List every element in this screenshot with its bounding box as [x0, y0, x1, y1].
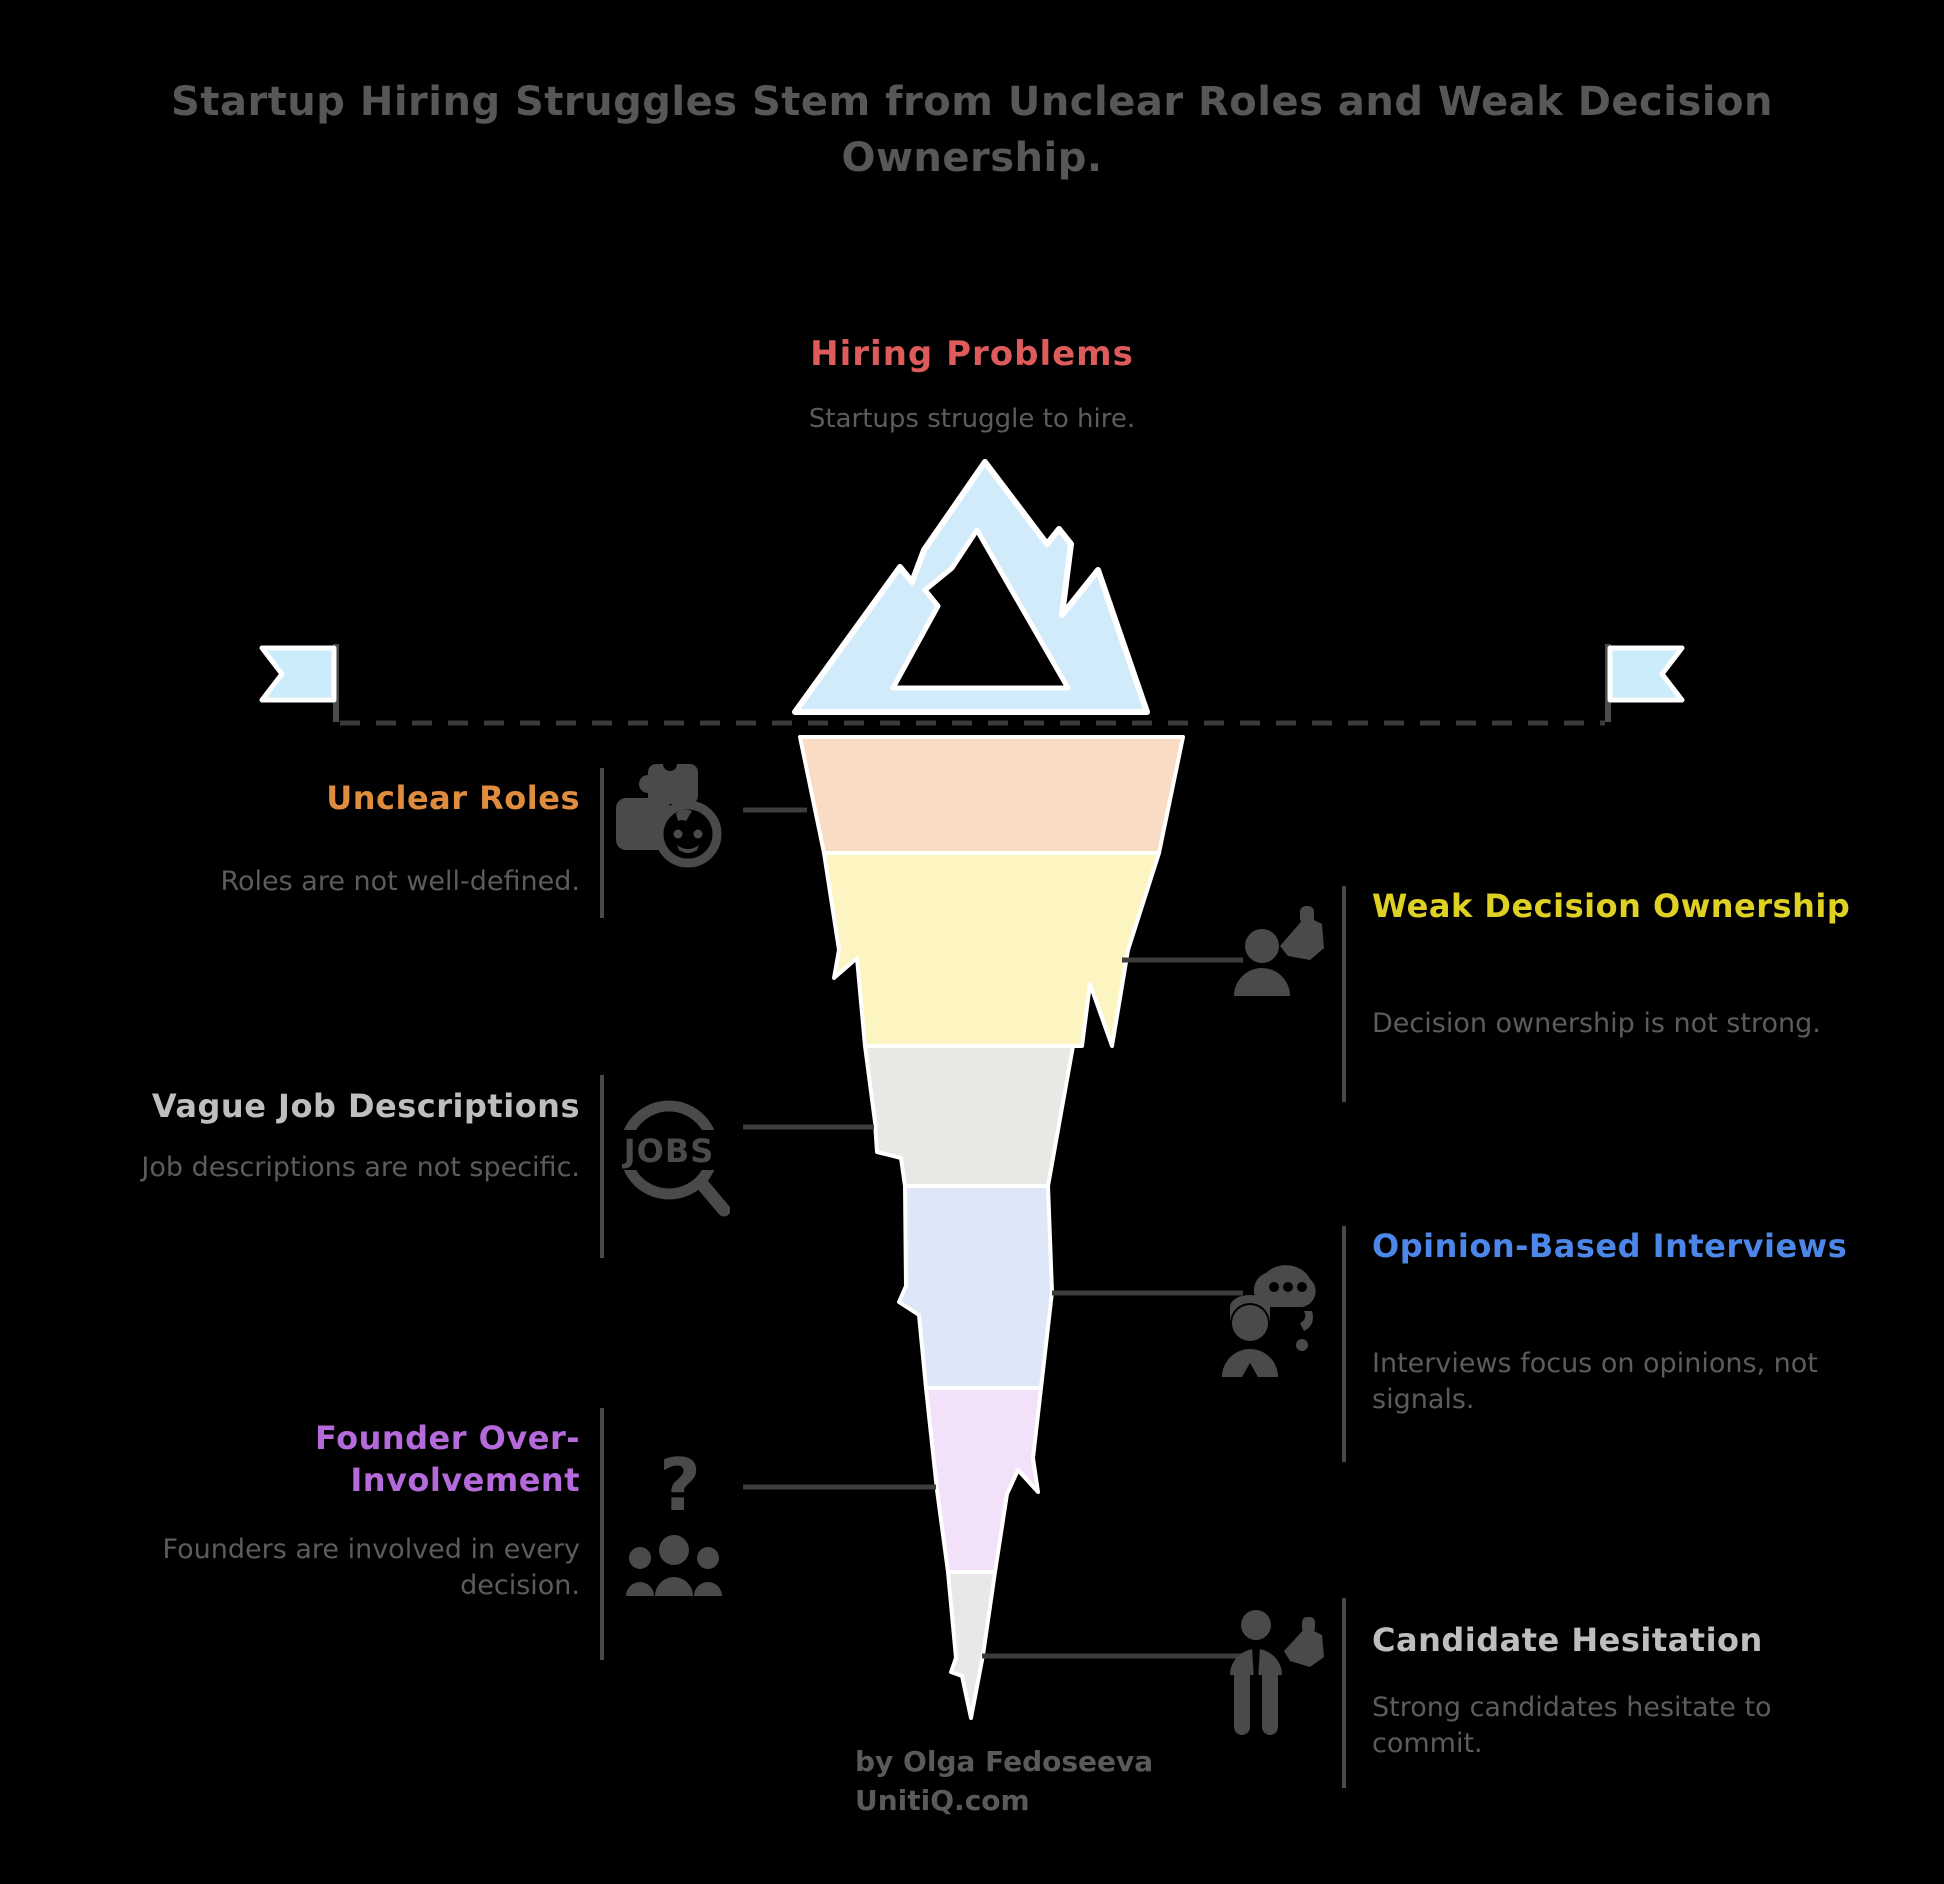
- candidate-hesitation-description: Strong candidates hesitate to commit.: [1372, 1692, 1772, 1759]
- iceberg-band-unclear-roles: [798, 735, 1185, 855]
- person-thought-icon: [1216, 1245, 1336, 1394]
- mountain-inner-hollow: [890, 527, 1071, 691]
- puzzle-roles-icon: [610, 757, 728, 876]
- iceberg-band-founder-involvement: [924, 1386, 1043, 1574]
- hiring-problems-heading: Hiring Problems: [810, 334, 1134, 374]
- vague-jobs-heading: Vague Job Descriptions: [151, 1087, 580, 1125]
- unclear-roles-heading: Unclear Roles: [326, 779, 580, 817]
- person-fist-icon: [1222, 898, 1334, 1020]
- left-flag-icon: [259, 645, 337, 703]
- founder-icon-question-glyph: ?: [659, 1448, 701, 1527]
- candidate-fist-icon: [1224, 1605, 1332, 1751]
- iceberg-band-candidate-hesitation: [946, 1570, 997, 1720]
- hiring-problems-subheading: Startups struggle to hire.: [808, 404, 1136, 434]
- founder-group-question-icon: ?: [618, 1443, 730, 1620]
- iceberg-band-vague-jobs: [863, 1044, 1075, 1188]
- credit-text: by Olga Fedoseeva UnitiQ.com: [855, 1742, 1153, 1820]
- founder-involvement-description: Founders are involved in every decision.: [162, 1534, 580, 1601]
- jobs-magnifier-icon: JOBS: [612, 1088, 731, 1240]
- iceberg-band-opinion-interviews: [897, 1184, 1054, 1390]
- credit-site: UnitiQ.com: [855, 1784, 1030, 1818]
- weak-decision-heading: Weak Decision Ownership: [1372, 887, 1851, 925]
- jobs-icon-text: JOBS: [622, 1132, 715, 1170]
- right-flag-icon: [1607, 645, 1685, 703]
- candidate-hesitation-heading: Candidate Hesitation: [1372, 1621, 1763, 1659]
- credit-author: by Olga Fedoseeva: [855, 1745, 1154, 1778]
- iceberg-band-weak-decision: [822, 851, 1161, 1048]
- weak-decision-description: Decision ownership is not strong.: [1372, 1008, 1821, 1039]
- founder-involvement-heading: Founder Over-Involvement: [315, 1419, 580, 1499]
- vague-jobs-description: Job descriptions are not specific.: [141, 1152, 580, 1183]
- page-title: Startup Hiring Struggles Stem from Uncle…: [171, 79, 1773, 181]
- opinion-interviews-heading: Opinion-Based Interviews: [1372, 1227, 1848, 1265]
- opinion-interviews-description: Interviews focus on opinions, not signal…: [1372, 1348, 1818, 1415]
- unclear-roles-description: Roles are not well-defined.: [220, 866, 580, 897]
